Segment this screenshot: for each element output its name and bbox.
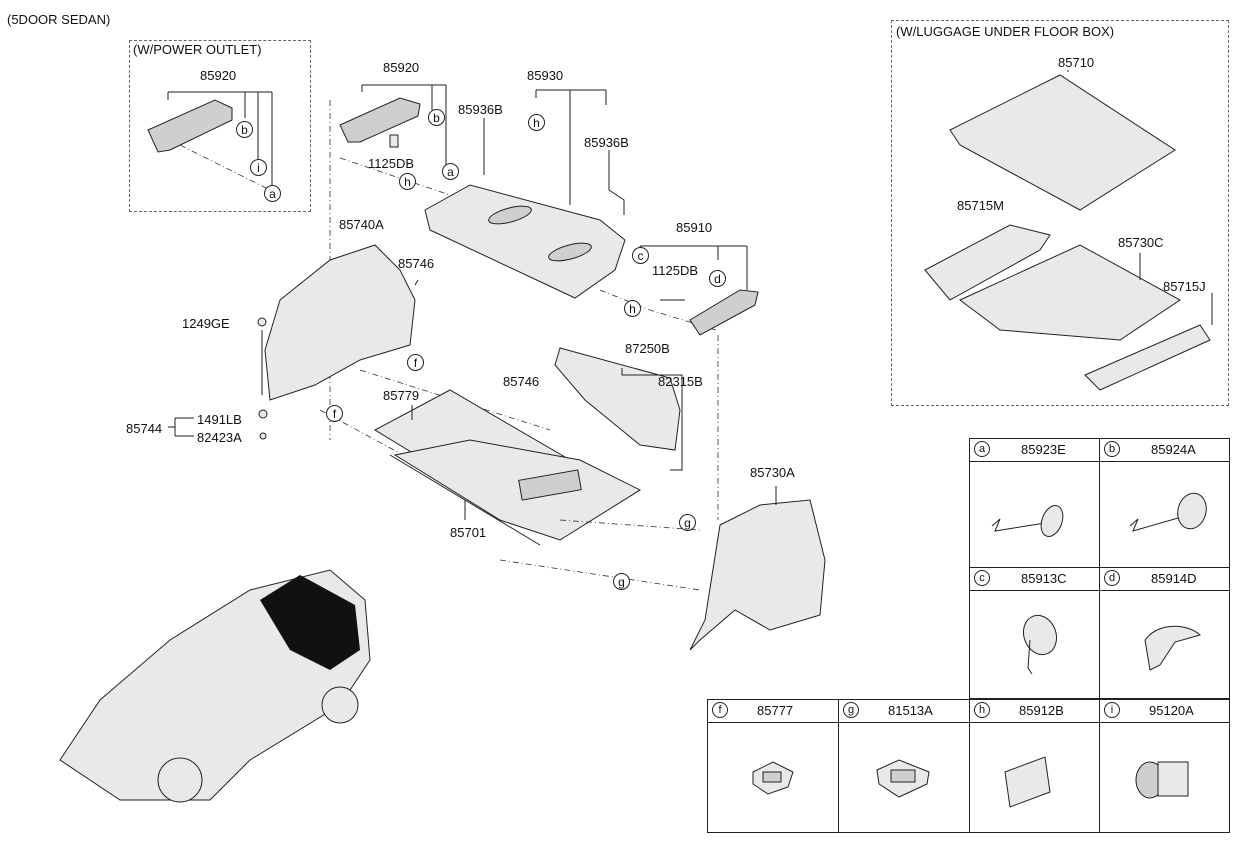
right-side-trim-drawing bbox=[499, 486, 826, 651]
part-label: 85730A bbox=[750, 465, 795, 480]
legend-head: h 85912B bbox=[970, 700, 1099, 723]
part-label: 85740A bbox=[339, 217, 384, 232]
part-label: 82423A bbox=[197, 430, 242, 445]
legend-cell-c: c 85913C bbox=[969, 567, 1100, 699]
part-label: 85715J bbox=[1163, 279, 1206, 294]
legend-letter: a bbox=[974, 441, 990, 457]
legend-letter: b bbox=[1104, 441, 1120, 457]
underfloor-box-drawing bbox=[924, 70, 1213, 391]
callout-h: h bbox=[399, 173, 416, 190]
part-label: 1249GE bbox=[182, 316, 230, 331]
legend-cell-a: a 85923E bbox=[969, 438, 1100, 568]
part-label: 85744 bbox=[126, 421, 163, 436]
legend-code: 85914D bbox=[1151, 571, 1197, 586]
part-label: 85920 bbox=[200, 68, 237, 83]
legend-code: 85913C bbox=[1021, 571, 1067, 586]
legend-cell-b: b 85924A bbox=[1099, 438, 1230, 568]
part-label: 85936B bbox=[458, 102, 503, 117]
vehicle-drawing bbox=[59, 569, 371, 803]
power-outlet-trim-drawing bbox=[147, 91, 273, 191]
part-label: 85920 bbox=[383, 60, 420, 75]
part-label: 85779 bbox=[383, 388, 420, 403]
left-side-trim-drawing bbox=[168, 244, 561, 541]
part-label: 1125DB bbox=[368, 156, 415, 171]
clip-icon bbox=[752, 761, 794, 795]
clip-icon bbox=[1144, 625, 1201, 671]
part-label: 85930 bbox=[527, 68, 564, 83]
power-outlet-box bbox=[129, 40, 311, 212]
luggage-box-title: (W/LUGGAGE UNDER FLOOR BOX) bbox=[896, 24, 1115, 39]
callout-b: b bbox=[236, 121, 253, 138]
callout-d: d bbox=[709, 270, 726, 287]
legend-code: 85923E bbox=[1021, 442, 1066, 457]
callout-f: f bbox=[326, 405, 343, 422]
callout-h: h bbox=[528, 114, 545, 131]
legend-code: 85924A bbox=[1151, 442, 1196, 457]
clip-icon bbox=[1022, 614, 1058, 675]
legend-cell-f: f 85777 bbox=[707, 699, 839, 833]
legend-code: 85912B bbox=[1019, 703, 1064, 718]
callout-i: i bbox=[250, 159, 267, 176]
part-label: 85746 bbox=[503, 374, 540, 389]
callout-g: g bbox=[613, 573, 630, 590]
part-label: 82315B bbox=[658, 374, 703, 389]
callout-c: c bbox=[632, 247, 649, 264]
legend-cell-i: i 95120A bbox=[1099, 699, 1230, 833]
part-label: 1491LB bbox=[197, 412, 242, 427]
part-label: 85710 bbox=[1058, 55, 1095, 70]
part-label: 87250B bbox=[625, 341, 670, 356]
luggage-floor-drawing bbox=[373, 389, 642, 546]
part-label: 85910 bbox=[676, 220, 713, 235]
legend-cell-g: g 81513A bbox=[838, 699, 970, 833]
legend-letter: d bbox=[1104, 570, 1120, 586]
legend-letter: i bbox=[1104, 702, 1120, 718]
clip-icon bbox=[1129, 492, 1207, 532]
legend-head: f 85777 bbox=[708, 700, 838, 723]
legend-letter: g bbox=[843, 702, 859, 718]
callout-g: g bbox=[679, 514, 696, 531]
variant-title: (5DOOR SEDAN) bbox=[7, 12, 111, 27]
power-socket-icon bbox=[1135, 761, 1189, 799]
legend-code: 85777 bbox=[757, 703, 794, 718]
upper-trim-drawing bbox=[329, 84, 451, 440]
part-label: 1125DB bbox=[652, 263, 699, 278]
cover-shelf-drawing bbox=[424, 89, 717, 331]
part-label: 85936B bbox=[584, 135, 629, 150]
rear-trim-drawing bbox=[554, 347, 683, 471]
legend-code: 95120A bbox=[1149, 703, 1194, 718]
legend-letter: f bbox=[712, 702, 728, 718]
part-label: 85746 bbox=[398, 256, 435, 271]
callout-a: a bbox=[442, 163, 459, 180]
callout-b: b bbox=[428, 109, 445, 126]
legend-head: i 95120A bbox=[1100, 700, 1229, 723]
clip-icon bbox=[991, 505, 1064, 537]
callout-f: f bbox=[407, 354, 424, 371]
callout-h: h bbox=[624, 300, 641, 317]
power-outlet-box-title: (W/POWER OUTLET) bbox=[133, 42, 262, 57]
legend-letter: h bbox=[974, 702, 990, 718]
legend-letter: c bbox=[974, 570, 990, 586]
part-label: 85730C bbox=[1118, 235, 1164, 250]
part-label: 85701 bbox=[450, 525, 487, 540]
legend-cell-d: d 85914D bbox=[1099, 567, 1230, 699]
legend-head: a 85923E bbox=[970, 439, 1099, 462]
legend-cell-h: h 85912B bbox=[969, 699, 1100, 833]
luggage-box-group bbox=[891, 20, 1229, 406]
legend-head: b 85924A bbox=[1100, 439, 1229, 462]
clip-icon bbox=[876, 759, 930, 798]
clip-icon bbox=[1004, 756, 1051, 808]
callout-a: a bbox=[264, 185, 281, 202]
legend-code: 81513A bbox=[888, 703, 933, 718]
part-label: 85715M bbox=[957, 198, 1004, 213]
legend-head: c 85913C bbox=[970, 568, 1099, 591]
legend-head: d 85914D bbox=[1100, 568, 1229, 591]
legend-head: g 81513A bbox=[839, 700, 969, 723]
